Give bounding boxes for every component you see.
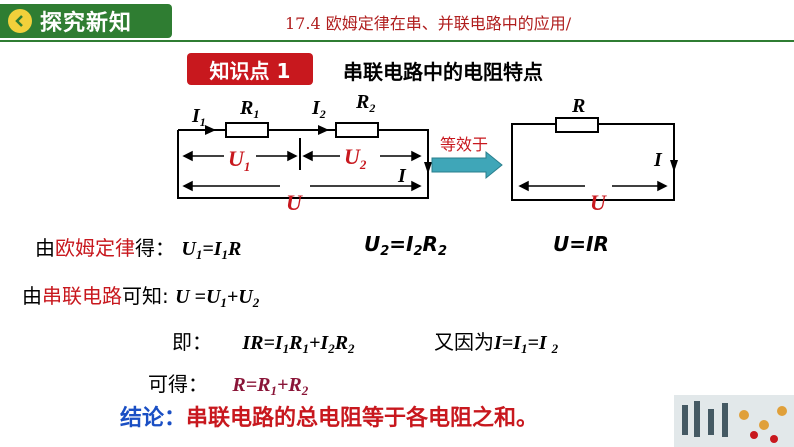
conclusion: 结论：串联电路的总电阻等于各电阻之和。 bbox=[120, 406, 539, 431]
series-circuit-line: 由串联电路可知: U =U1+U2 bbox=[22, 284, 260, 310]
section-header: 探究新知 bbox=[0, 4, 172, 38]
label-i2: I2 bbox=[311, 97, 326, 121]
label-u-right: U bbox=[590, 190, 607, 215]
derivation-line: 即： IR=I1R1+I2R2 bbox=[172, 330, 355, 356]
resistor-r2 bbox=[335, 122, 379, 138]
equivalence-arrow-icon bbox=[431, 150, 503, 180]
decorative-circuit-board bbox=[674, 395, 794, 447]
header-divider bbox=[0, 40, 794, 42]
equivalent-circuit bbox=[511, 123, 675, 201]
lesson-subtitle: 17.4 欧姆定律在串、并联电路中的应用/ bbox=[285, 14, 572, 33]
knowledge-point-title: 串联电路中的电阻特点 bbox=[343, 60, 543, 84]
knowledge-point-badge: 知识点 1 bbox=[187, 53, 313, 85]
label-u: U bbox=[286, 190, 303, 215]
label-r2: R2 bbox=[355, 91, 375, 115]
label-i: I bbox=[397, 165, 407, 187]
formula-u2: U2=I2R2 bbox=[364, 232, 447, 259]
result-line: 可得： R=R1+R2 bbox=[148, 372, 309, 398]
back-arrow-icon[interactable] bbox=[8, 9, 32, 33]
formula-u: U=IR bbox=[553, 232, 609, 256]
resistor-r1 bbox=[225, 122, 269, 138]
resistor-r bbox=[555, 117, 599, 133]
label-i-right: I bbox=[653, 149, 663, 171]
current-equal-line: 又因为I=I1=I 2 bbox=[434, 330, 559, 356]
formula-u1: U1=I1R bbox=[181, 238, 242, 262]
label-i1: I1 bbox=[191, 105, 206, 129]
ohm-law-line: 由欧姆定律得： U1=I1R bbox=[35, 236, 242, 262]
equivalence-label: 等效于 bbox=[440, 135, 488, 154]
label-r1: R1 bbox=[239, 97, 259, 121]
label-r: R bbox=[571, 95, 585, 117]
label-u2: U2 bbox=[344, 144, 367, 172]
label-u1: U1 bbox=[228, 146, 250, 174]
section-label: 探究新知 bbox=[40, 11, 133, 36]
